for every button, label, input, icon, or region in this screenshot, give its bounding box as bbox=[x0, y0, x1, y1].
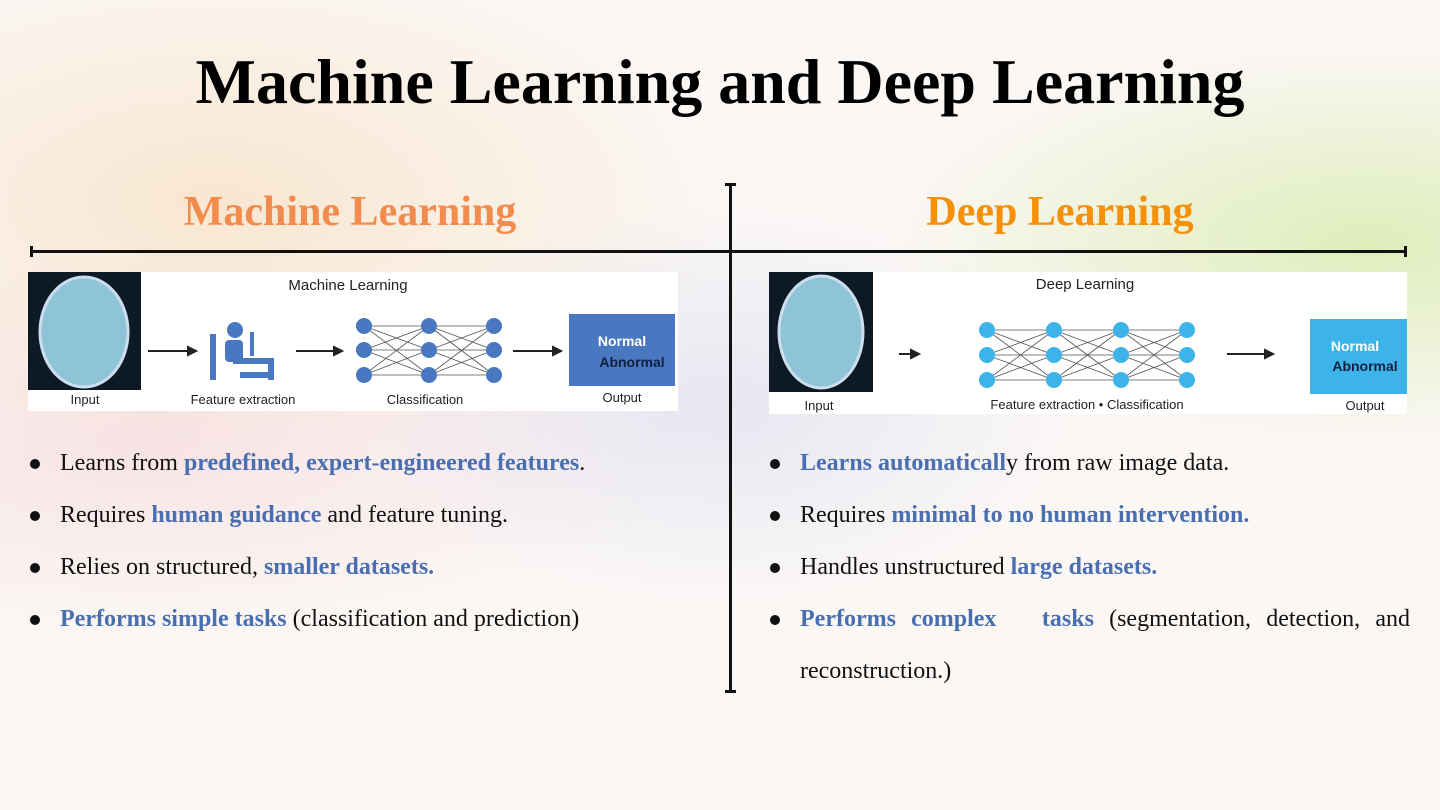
network-edge bbox=[986, 329, 1055, 381]
network-node bbox=[356, 342, 372, 358]
list-item: Handles unstructured large datasets. bbox=[770, 541, 1410, 593]
normal-label: Normal bbox=[1331, 338, 1379, 354]
network-edge bbox=[1120, 329, 1188, 356]
network-edge bbox=[986, 329, 1055, 356]
network-node bbox=[421, 318, 437, 334]
feature-label: Feature extraction • Classification bbox=[990, 397, 1183, 412]
network-node bbox=[486, 342, 502, 358]
network-node bbox=[356, 367, 372, 383]
network-edge bbox=[363, 349, 430, 376]
ml-heading: Machine Learning bbox=[183, 189, 517, 235]
network-node bbox=[979, 322, 995, 338]
network-node bbox=[421, 367, 437, 383]
arrow-icons bbox=[148, 345, 564, 357]
abnormal-label: Abnormal bbox=[1332, 358, 1397, 374]
output-label: Output bbox=[602, 390, 641, 405]
network-edge bbox=[428, 325, 495, 376]
list-item: Learns from predefined, expert-engineere… bbox=[30, 437, 710, 489]
normal-label: Normal bbox=[598, 333, 646, 349]
neural-network-icon bbox=[979, 322, 1195, 388]
list-item: Performs complex tasks (segmentation, de… bbox=[770, 593, 1410, 697]
network-node bbox=[979, 372, 995, 388]
network-node bbox=[1113, 322, 1129, 338]
diagram-title: Deep Learning bbox=[1036, 276, 1134, 293]
input-label: Input bbox=[805, 398, 834, 413]
network-edge bbox=[1053, 329, 1122, 381]
dl-diagram: Deep Learning Normal Abnormal Input Feat… bbox=[769, 272, 1407, 414]
ml-diagram: Machine Learning Normal Abnormal Input F… bbox=[28, 272, 678, 411]
network-node bbox=[1046, 322, 1062, 338]
arrow-icons bbox=[899, 348, 1276, 360]
network-node bbox=[1046, 347, 1062, 363]
list-item: Requires human guidance and feature tuni… bbox=[30, 489, 710, 541]
vertical-divider bbox=[725, 183, 736, 693]
network-edge bbox=[428, 349, 495, 376]
ml-bullet-list: Learns from predefined, expert-engineere… bbox=[30, 437, 710, 645]
input-label: Input bbox=[71, 392, 100, 407]
network-node bbox=[1113, 372, 1129, 388]
network-edge bbox=[1053, 329, 1122, 356]
network-edge bbox=[1053, 354, 1122, 381]
network-node bbox=[421, 342, 437, 358]
classification-label: Classification bbox=[387, 392, 464, 407]
network-node bbox=[1179, 322, 1195, 338]
network-node bbox=[356, 318, 372, 334]
dl-bullet-list: Learns automatically from raw image data… bbox=[770, 437, 1410, 697]
network-node bbox=[486, 318, 502, 334]
output-label: Output bbox=[1345, 398, 1384, 413]
list-item: Requires minimal to no human interventio… bbox=[770, 489, 1410, 541]
abnormal-label: Abnormal bbox=[599, 354, 664, 370]
network-edge bbox=[1120, 354, 1188, 381]
list-item: Performs simple tasks (classification an… bbox=[30, 593, 710, 645]
network-edge bbox=[1120, 329, 1188, 381]
list-item: Relies on structured, smaller datasets. bbox=[30, 541, 710, 593]
network-node bbox=[1179, 372, 1195, 388]
network-node bbox=[1113, 347, 1129, 363]
person-at-desk-icon bbox=[210, 322, 274, 380]
network-edge bbox=[363, 325, 430, 376]
network-edge bbox=[363, 325, 430, 351]
network-edge bbox=[986, 354, 1055, 381]
list-item: Learns automatically from raw image data… bbox=[770, 437, 1410, 489]
output-box bbox=[1310, 319, 1407, 394]
neural-network-icon bbox=[356, 318, 502, 383]
network-edge bbox=[428, 325, 495, 351]
horizontal-divider bbox=[30, 246, 1407, 257]
network-node bbox=[1046, 372, 1062, 388]
slide-title: Machine Learning and Deep Learning bbox=[195, 46, 1245, 117]
network-node bbox=[979, 347, 995, 363]
diagram-title: Machine Learning bbox=[288, 277, 407, 294]
dl-heading: Deep Learning bbox=[926, 189, 1194, 235]
feature-label: Feature extraction bbox=[191, 392, 296, 407]
network-node bbox=[486, 367, 502, 383]
output-box bbox=[569, 314, 675, 386]
network-node bbox=[1179, 347, 1195, 363]
